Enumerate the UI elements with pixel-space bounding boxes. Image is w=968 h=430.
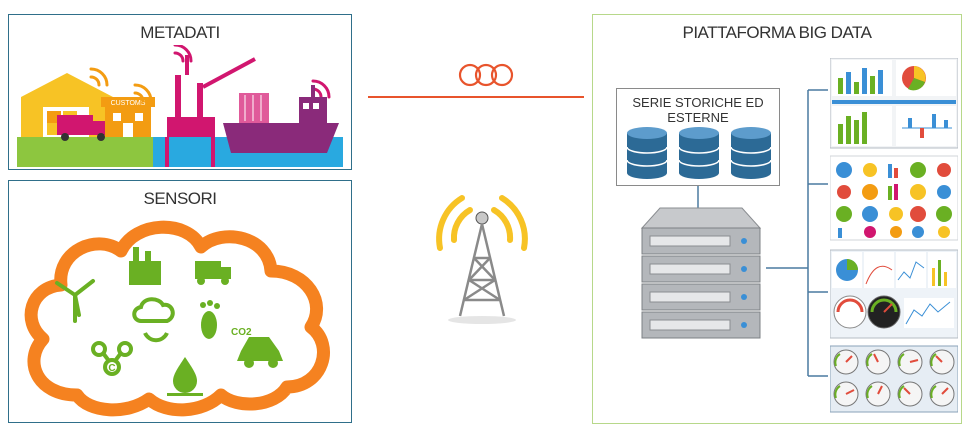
metadata-title: METADATI — [140, 23, 220, 42]
platform-connectors — [697, 89, 828, 377]
cloud-icon — [24, 220, 330, 417]
water-drop-icon — [167, 357, 203, 396]
database-icon — [678, 127, 720, 179]
timeseries-box: SERIE STORICHE ED ESTERNE — [616, 88, 780, 186]
co2-label: CO2 — [231, 327, 252, 338]
link-connector — [368, 63, 584, 98]
cloud-recycle-icon — [132, 297, 175, 343]
rings-icon — [458, 63, 514, 87]
wifi-icon — [89, 45, 331, 103]
dashboard-thumb-dials — [830, 345, 958, 413]
database-icon — [626, 127, 668, 179]
metadata-panel: METADATI CUSTOMS — [8, 14, 352, 170]
sensors-panel: SENSORI — [8, 180, 352, 423]
sensors-title: SENSORI — [143, 189, 217, 208]
database-group — [626, 127, 772, 179]
crane-icon — [165, 55, 256, 167]
wind-turbine-icon — [55, 279, 95, 323]
sensor-cloud-illustration: C CO2 — [24, 220, 330, 417]
server-icon — [640, 207, 762, 339]
factory-icon — [129, 247, 161, 285]
dashboard-thumbnails — [830, 58, 958, 413]
customs-sign: CUSTOMS — [111, 100, 146, 107]
timeseries-label: SERIE STORICHE ED ESTERNE — [632, 95, 764, 125]
database-icon — [730, 127, 772, 179]
truck-sensor-icon — [195, 261, 231, 285]
car-icon — [237, 337, 283, 368]
dashboard-thumb-gauges — [830, 249, 958, 339]
molecule-icon — [91, 341, 133, 376]
dashboard-thumb-bars — [830, 58, 958, 149]
radio-tower-icon — [436, 195, 528, 324]
bigdata-title: PIATTAFORMA BIG DATA — [682, 23, 872, 42]
logistics-illustration: CUSTOMS — [17, 45, 343, 167]
truck-icon — [57, 115, 107, 141]
carbon-label: C — [108, 363, 115, 374]
ship-icon — [223, 85, 339, 153]
footprint-icon — [200, 300, 220, 339]
dashboard-thumb-pies — [830, 155, 958, 241]
